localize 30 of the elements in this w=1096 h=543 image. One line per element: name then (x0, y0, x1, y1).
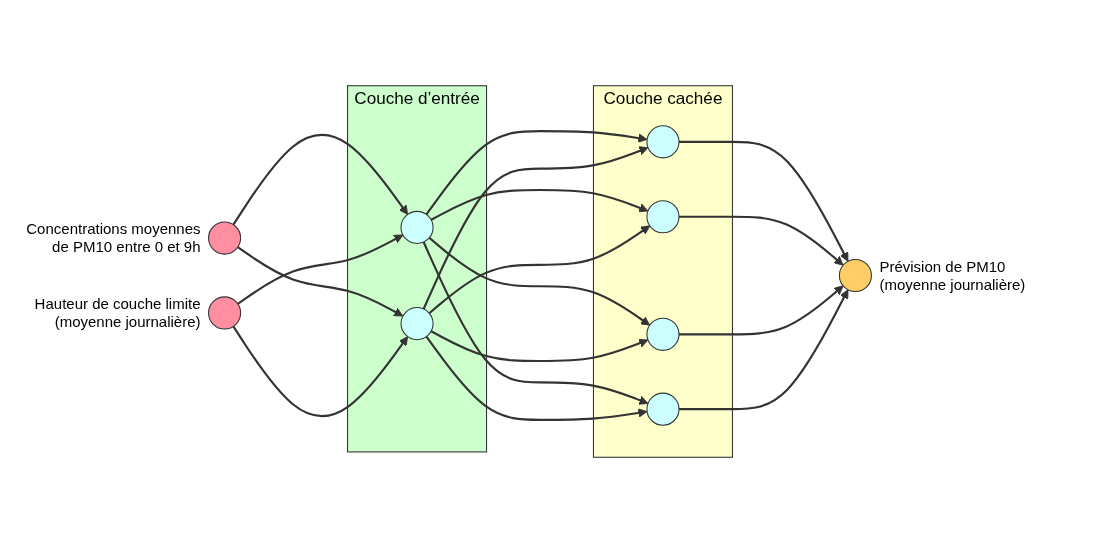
arrow (679, 215, 844, 266)
node-circle (646, 125, 680, 159)
arrow (679, 289, 849, 411)
arrow (679, 285, 844, 336)
cluster: Couche cachée (592, 85, 733, 458)
node-circle (838, 258, 872, 293)
arrow (430, 330, 649, 363)
arrow (232, 133, 409, 226)
arrow (425, 336, 648, 421)
node-circle (400, 307, 434, 341)
node-circle (646, 392, 680, 426)
node-circle (646, 200, 680, 234)
node-circle (400, 210, 434, 244)
node-caption: Hauteur de couche limite (moyenne journalière) (33, 294, 201, 331)
node-caption: Prévision de PM10 (moyenne journalière) (879, 257, 1027, 294)
node-caption: Concentrations moyennes de PM10 entre 0 et 9h (25, 220, 201, 257)
arrow (430, 188, 649, 221)
arrow (237, 234, 404, 305)
arrow (232, 325, 409, 418)
node-circle (646, 317, 680, 351)
arrow (425, 130, 648, 215)
arrow (428, 236, 651, 326)
cluster: Couche d’entrée (347, 85, 488, 453)
arrow (428, 225, 651, 315)
arrow (422, 146, 649, 310)
arrow (422, 241, 649, 405)
arrow (237, 246, 404, 317)
node-circle (208, 221, 242, 255)
arrow (679, 140, 849, 262)
node-circle (208, 296, 242, 330)
